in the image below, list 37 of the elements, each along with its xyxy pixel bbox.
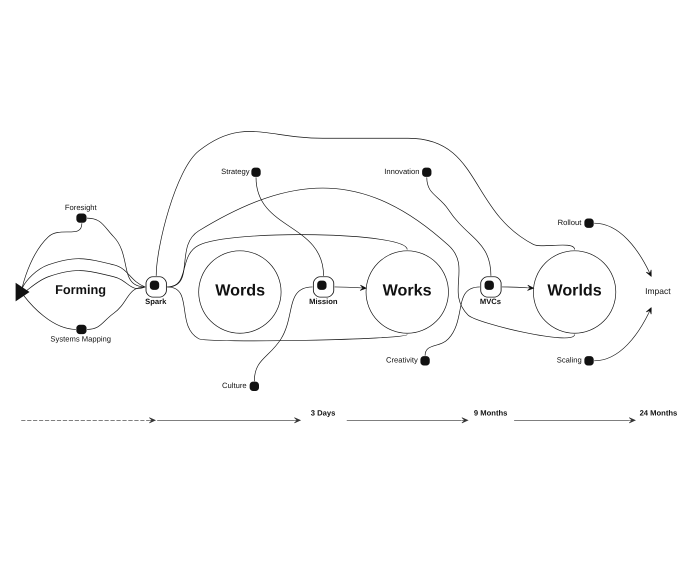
node-label: Scaling — [556, 356, 582, 365]
connector — [424, 286, 480, 356]
connector — [86, 218, 146, 288]
connector — [156, 131, 575, 276]
connector — [256, 177, 324, 276]
node-label: Creativity — [386, 356, 418, 365]
node-label: Systems Mapping — [50, 334, 112, 344]
node-circle: Works — [366, 250, 449, 334]
connector — [166, 286, 408, 342]
label: Forming — [55, 282, 106, 298]
connector — [23, 295, 76, 330]
connector — [166, 188, 575, 338]
node-label: Innovation — [384, 167, 420, 176]
node-label: Culture — [222, 381, 247, 390]
arrow — [594, 222, 652, 277]
arrow — [594, 307, 652, 362]
connector — [22, 222, 82, 288]
node-label: MVCs — [480, 297, 502, 306]
label: 9 Months — [474, 408, 508, 418]
arrow — [502, 284, 534, 291]
label: 24 Months — [640, 408, 678, 418]
node-label: Mission — [309, 297, 338, 306]
node-text: Impact — [645, 286, 671, 296]
node-circle: Worlds — [533, 250, 616, 334]
node-label: Spark — [145, 297, 166, 306]
connector — [426, 177, 492, 276]
node-label: Rollout — [558, 218, 582, 228]
connector — [26, 270, 146, 291]
connector — [22, 258, 146, 288]
node-label: Foresight — [64, 202, 97, 212]
label: 3 Days — [310, 408, 336, 418]
arrow — [334, 284, 367, 291]
node-circle: Words — [198, 250, 282, 334]
node-picture — [16, 282, 30, 302]
connector — [86, 286, 146, 330]
node-label: Strategy — [221, 167, 250, 176]
connector — [254, 286, 313, 382]
